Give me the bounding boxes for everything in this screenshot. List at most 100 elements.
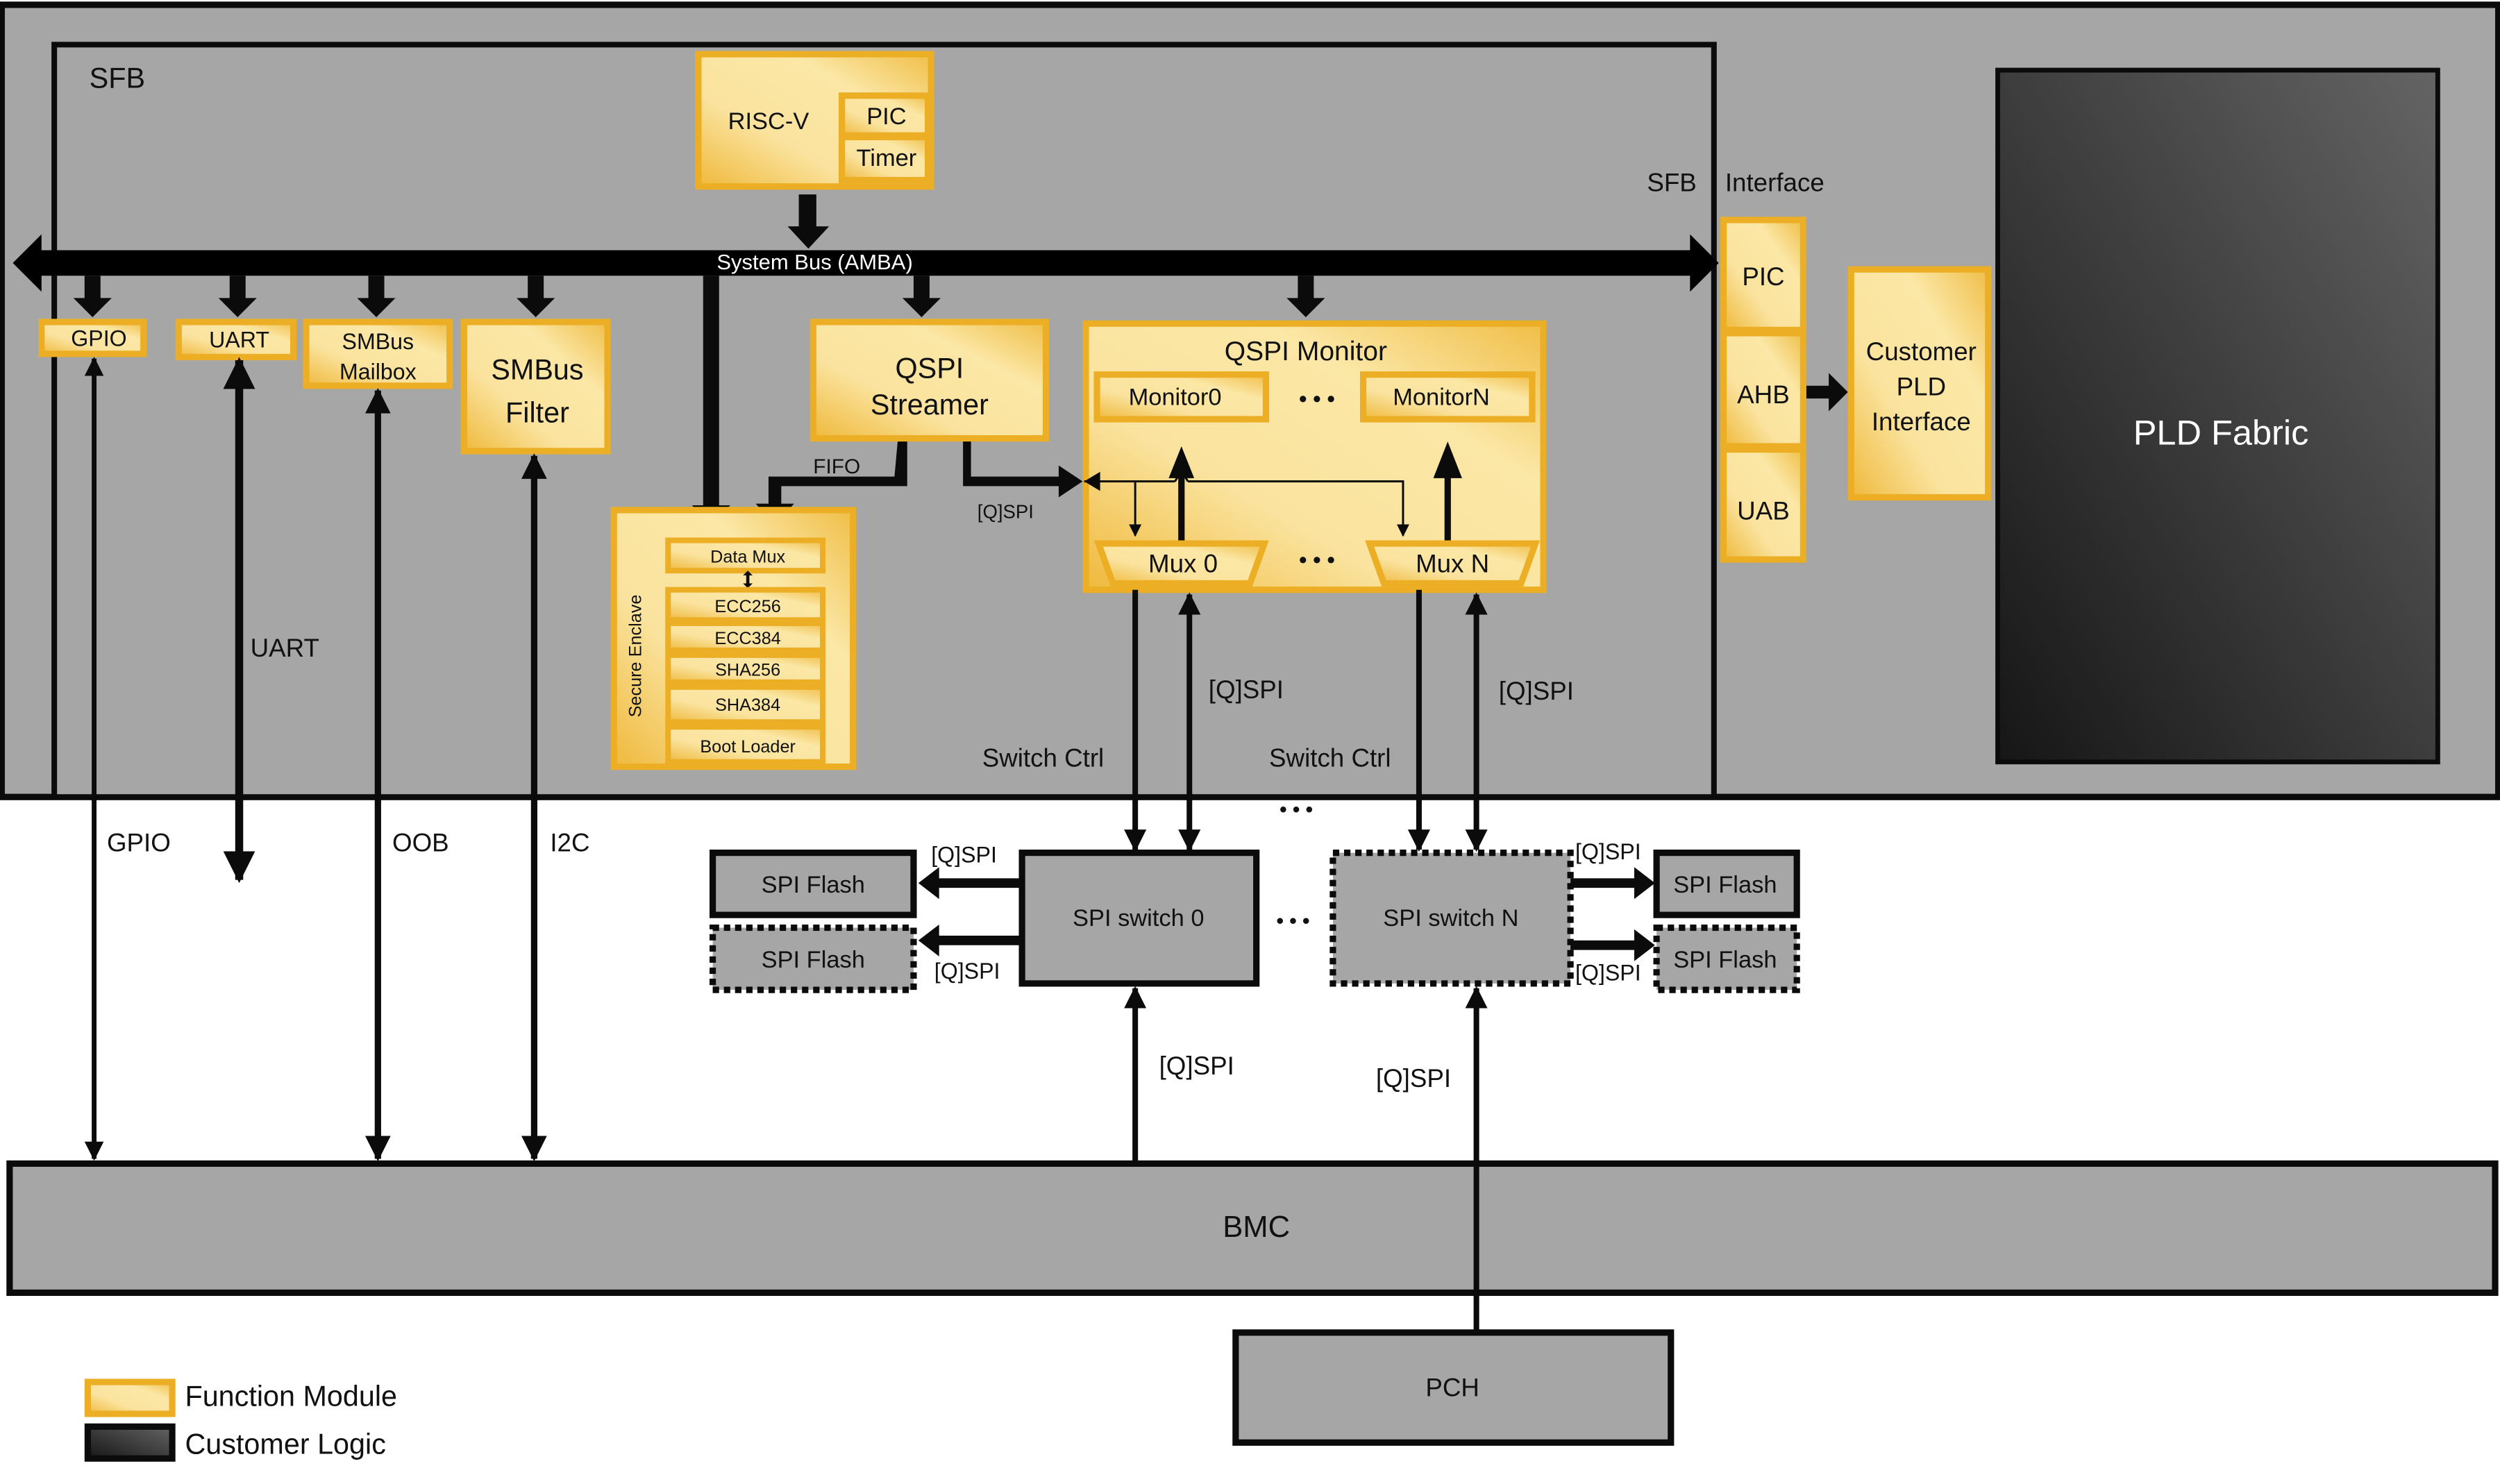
- bus-arrow-gpio: [73, 276, 112, 317]
- legend-customer-logic-swatch: [84, 1423, 176, 1462]
- customer-pld-interface-label-1: Customer: [1866, 337, 1977, 366]
- spi-switch-n: [1329, 850, 1574, 987]
- qspi-monitor: QSPI Monitor Monitor0 • • • MonitorN Mux…: [1082, 320, 1547, 593]
- bus-arrow-smbus-mailbox: [357, 276, 396, 317]
- switch-top-ellipsis: • • •: [1280, 798, 1313, 821]
- interface-ahb-label: AHB: [1737, 380, 1790, 409]
- enclave-sha384: [665, 684, 826, 725]
- uart-block: [175, 319, 297, 360]
- bus-arrow-smbus-filter: [517, 276, 555, 317]
- monitor-input-arrowhead: [1084, 471, 1100, 491]
- bmc-label: BMC: [1223, 1211, 1290, 1244]
- fifo-arrow: [755, 441, 907, 526]
- enclave-sha384-label: SHA384: [715, 695, 780, 715]
- spi-switch-n-label: SPI switch N: [1383, 905, 1518, 931]
- risc-v-timer: [839, 133, 932, 184]
- switchn-to-flash-b-arrow: [1570, 929, 1655, 961]
- spi-flash-0b-label: SPI Flash: [762, 947, 865, 973]
- pch-label: PCH: [1425, 1374, 1479, 1402]
- mux-ellipsis: • • •: [1299, 548, 1335, 573]
- bus-arrow-qspi-monitor: [1286, 276, 1325, 317]
- enclave-ecc256: [665, 587, 826, 623]
- qspi-0-label: [Q]SPI: [1209, 675, 1284, 704]
- ahb-to-customer-pld-arrow: [1806, 373, 1848, 412]
- flash-nb-link-label: [Q]SPI: [1575, 960, 1641, 985]
- sfb-interface-left-label: SFB: [1647, 169, 1696, 197]
- enclave-sha256-label: SHA256: [715, 661, 780, 680]
- enclave-data-mux-label: Data Mux: [710, 548, 785, 567]
- spi-flash-na: [1653, 850, 1800, 918]
- mux0-to-monitor0-arrow: [1168, 446, 1195, 542]
- qspi-streamer-label-1: QSPI: [896, 352, 964, 384]
- monitor-0: [1093, 371, 1270, 423]
- uart-label: UART: [209, 328, 269, 353]
- legend-customer-logic-label: Customer Logic: [185, 1428, 385, 1460]
- muxn-to-monitorn-arrow: [1433, 441, 1462, 542]
- mux-n: [1365, 540, 1541, 587]
- bus-drop-arrows: [73, 276, 1325, 317]
- switchn-to-flash-a-arrow: [1570, 867, 1655, 900]
- spi-switch-0-label: SPI switch 0: [1073, 905, 1204, 931]
- enclave-boot-loader: [665, 724, 826, 765]
- system-bus-label: System Bus (AMBA): [716, 250, 913, 274]
- pld-fabric: [1995, 67, 2440, 765]
- flash-na-link-label: [Q]SPI: [1575, 839, 1641, 864]
- switch0-to-flash-a-arrow: [918, 867, 1023, 900]
- secure-enclave-title: Secure Enclave: [626, 595, 645, 718]
- pch-qspi-label: [Q]SPI: [1376, 1064, 1451, 1093]
- sfb-interface: PIC AHB UAB: [1720, 217, 1806, 563]
- system-bus-arrow: [12, 234, 1719, 292]
- spi-flash-0a-label: SPI Flash: [762, 872, 865, 898]
- i2c-line-label: I2C: [550, 828, 589, 857]
- uart-line-label: UART: [251, 634, 319, 662]
- interface-pic-label: PIC: [1742, 262, 1784, 291]
- gpio-block: [38, 319, 147, 357]
- smbus-mailbox-label-2: Mailbox: [339, 360, 417, 385]
- spi-flash-nb-label: SPI Flash: [1673, 947, 1777, 973]
- data-mux-bidir-arrow: [743, 571, 753, 589]
- interface-uab: [1720, 446, 1806, 563]
- fifo-label: FIFO: [813, 455, 860, 478]
- qspi-n-label: [Q]SPI: [1499, 677, 1574, 705]
- enclave-data-mux: [665, 537, 826, 574]
- flash-0a-link-label: [Q]SPI: [931, 842, 997, 867]
- enclave-ecc256-label: ECC256: [714, 597, 780, 616]
- spi-flash-na-label: SPI Flash: [1673, 872, 1777, 898]
- streamer-to-monitor-arrow: [963, 441, 1083, 498]
- enclave-sha256: [665, 652, 826, 685]
- mux-n-label: Mux N: [1416, 549, 1489, 577]
- monitor-n: [1359, 371, 1536, 423]
- sfb-title: SFB: [90, 62, 145, 94]
- bus-to-data-mux-arrow: [691, 276, 730, 526]
- risc-v-label: RISC-V: [728, 108, 809, 135]
- spi-flash-0b: [710, 924, 917, 993]
- customer-pld-interface-label-3: Interface: [1872, 407, 1971, 436]
- qspi-monitor-title: QSPI Monitor: [1225, 337, 1387, 366]
- switch-ctrl-0-label: Switch Ctrl: [982, 744, 1105, 773]
- bmc-qspi-label: [Q]SPI: [1159, 1052, 1234, 1080]
- enclave-ecc384-label: ECC384: [714, 629, 780, 648]
- spi-flash-0a: [710, 850, 917, 918]
- monitor-0-label: Monitor0: [1129, 384, 1222, 410]
- pch-block: [1232, 1329, 1675, 1446]
- risc-v-timer-label: Timer: [857, 145, 917, 171]
- gpio-line-label: GPIO: [107, 828, 171, 857]
- risc-v-block: RISC-V PIC Timer: [695, 51, 934, 190]
- risc-v-bus-arrow: [787, 194, 830, 249]
- qspi-streamer-label-2: Streamer: [871, 389, 989, 421]
- flash-0b-link-label: [Q]SPI: [934, 959, 1000, 984]
- bmc-block: [6, 1160, 2499, 1297]
- smbus-filter-label-2: Filter: [505, 397, 569, 429]
- oob-line-label: OOB: [392, 828, 449, 857]
- smbus-filter-label-1: SMBus: [491, 354, 583, 386]
- spi-flash-nb: [1653, 924, 1800, 993]
- switch-ctrl-n-label: Switch Ctrl: [1269, 744, 1391, 773]
- monitor-n-label: MonitorN: [1393, 384, 1490, 410]
- qspi-streamer-block: [809, 319, 1050, 442]
- pld-fabric-label: PLD Fabric: [2133, 413, 2309, 453]
- spi-switch-0: [1018, 850, 1260, 987]
- streamer-qspi-label: [Q]SPI: [978, 500, 1034, 522]
- interface-ahb: [1720, 330, 1806, 450]
- legend-function-module-label: Function Module: [185, 1380, 397, 1412]
